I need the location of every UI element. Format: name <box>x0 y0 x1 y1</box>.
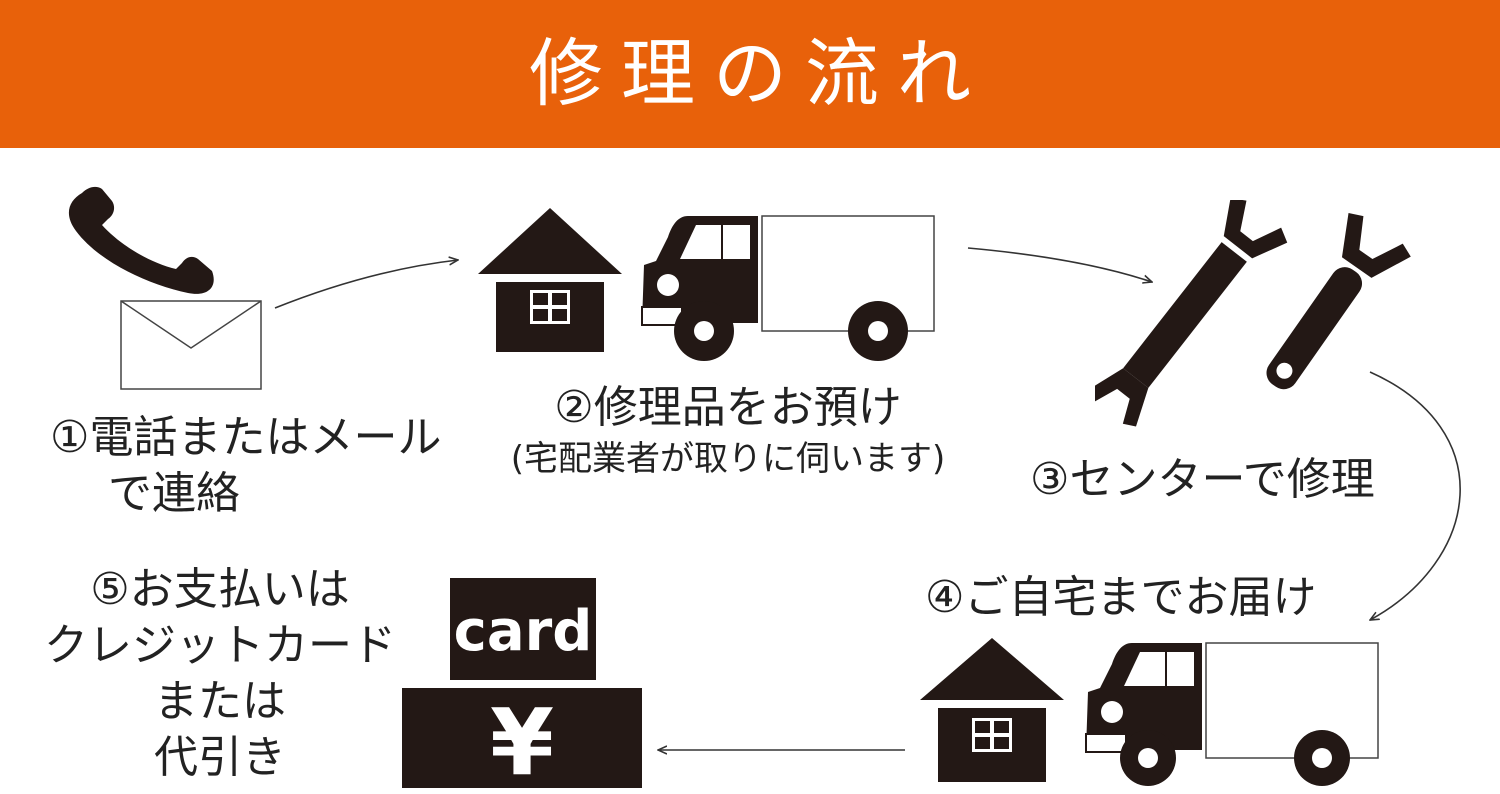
step-1-label: ①電話またはメール で連絡 <box>50 410 441 522</box>
step-4-label: ④ご自宅までお届け <box>925 570 1316 626</box>
arrow-3-to-4 <box>1370 371 1461 620</box>
arrow-1-to-2 <box>274 260 458 309</box>
step-2-line-1: ②修理品をお預け <box>554 382 902 433</box>
phone-icon <box>68 186 214 294</box>
step-3-line-1: ③センターで修理 <box>1030 454 1375 505</box>
house-icon <box>920 638 1064 782</box>
yen-text: ¥ <box>490 689 554 788</box>
card-icon: card <box>450 578 596 680</box>
wrench-icon <box>1095 200 1411 427</box>
house-icon <box>478 208 622 352</box>
page-title: 修理の流れ <box>529 31 989 117</box>
header-banner: 修理の流れ <box>0 0 1500 148</box>
truck-icon <box>1085 642 1379 786</box>
step-5-line-3: または <box>154 676 286 727</box>
step-5-label: ⑤お支払いは クレジットカード または 代引き <box>30 562 410 786</box>
step-1-line-1: ①電話またはメール <box>50 412 442 463</box>
mail-icon <box>120 300 262 390</box>
truck-icon <box>641 215 935 361</box>
arrow-2-to-3 <box>967 247 1152 282</box>
step-1-line-2: で連絡 <box>108 468 240 519</box>
step-3-label: ③センターで修理 <box>1030 452 1375 508</box>
card-text: card <box>454 599 593 664</box>
yen-icon: ¥ <box>402 688 642 788</box>
step-2-label: ②修理品をお預け (宅配業者が取りに伺います) <box>478 380 978 482</box>
step-5-line-2: クレジットカード <box>44 620 396 671</box>
step-5-line-1: ⑤お支払いは <box>90 564 350 615</box>
step-5-line-4: 代引き <box>154 732 286 783</box>
step-4-line-1: ④ご自宅までお届け <box>925 572 1317 623</box>
step-2-subtext: (宅配業者が取りに伺います) <box>510 439 946 479</box>
